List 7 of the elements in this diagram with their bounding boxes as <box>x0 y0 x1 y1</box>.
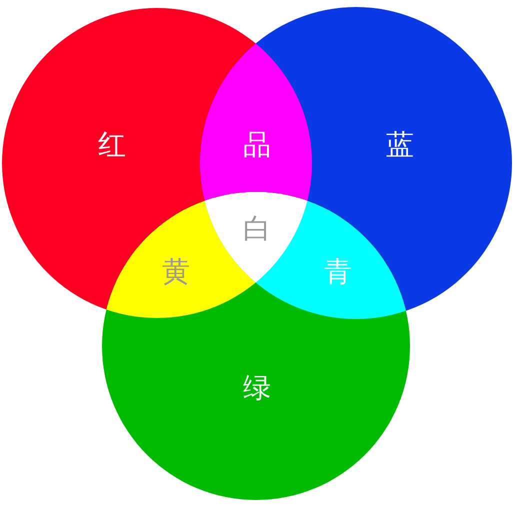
overlap-label: 品 <box>243 131 271 159</box>
overlap-label: 青 <box>324 258 352 286</box>
circle-label: 绿 <box>243 374 271 402</box>
overlap-label: 黄 <box>162 258 190 286</box>
overlap-label: 白 <box>243 215 271 243</box>
circle-label: 红 <box>98 131 126 159</box>
circle-label: 蓝 <box>386 131 414 159</box>
